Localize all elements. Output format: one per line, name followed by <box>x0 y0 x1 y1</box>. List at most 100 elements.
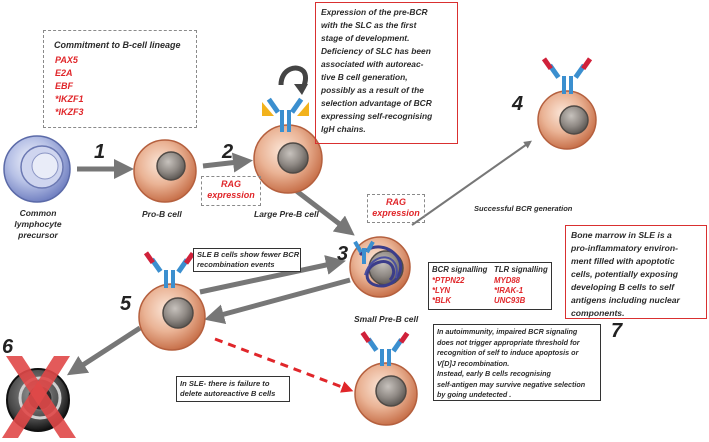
precursor-cell <box>3 135 71 203</box>
step-6: 6 <box>2 336 14 358</box>
bone-marrow-line: antigens including nuclear <box>571 295 680 305</box>
bcr-gene: *BLK <box>432 296 452 305</box>
bone-marrow-line: pro-inflammatory environ- <box>571 243 678 253</box>
arrow-dashed-red <box>214 337 354 393</box>
tlr-signalling-title: TLR signalling <box>494 265 548 274</box>
pro-b-label: Pro-B cell <box>142 209 182 219</box>
recycle-arrow <box>278 65 309 90</box>
pre-bcr-text: Expression of the pre-BCR with the SLC a… <box>321 6 432 136</box>
tlr-gene: MYD88 <box>494 276 520 285</box>
sle-fewer-text: SLE B cells show fewer BCR recombination… <box>197 250 299 270</box>
autoimmunity-line: recognition of self to induce apoptosis … <box>437 348 579 357</box>
step-4: 4 <box>512 93 524 115</box>
sle-fewer-line: recombination events <box>197 260 275 269</box>
precursor-label: Common lymphocyte precursor <box>0 208 76 241</box>
bcr-gene-list: *PTPN22 *LYN *BLK <box>432 276 465 306</box>
precursor-label-line: Common <box>19 208 57 218</box>
signalling-box <box>428 262 552 310</box>
step-2: 2 <box>222 141 234 163</box>
rag-box-2 <box>367 194 425 223</box>
step-1: 1 <box>94 141 106 163</box>
step-3: 3 <box>337 243 349 265</box>
pre-bcr-line: Expression of the pre-BCR <box>321 7 428 17</box>
small-pre-b-cell <box>349 236 411 298</box>
tlr-gene: UNC93B <box>494 296 526 305</box>
mature-b-cell <box>537 57 597 150</box>
autoimmunity-line: self-antigen may survive negative select… <box>437 379 586 389</box>
arrow-to-small <box>199 255 346 295</box>
autoimmunity-line: by going undetected . <box>437 390 512 399</box>
bone-marrow-line: Bone marrow in SLE is a <box>571 230 672 240</box>
rag-line: expression <box>372 208 420 218</box>
autoimmunity-text: In autoimmunity, impaired BCR signaling … <box>437 327 585 401</box>
pre-bcr-line: associated with autoreac- <box>321 59 424 69</box>
rag-text-2: RAG expression <box>367 197 425 219</box>
arrow-2 <box>202 152 253 173</box>
autoimmunity-line: In autoimmunity, impaired BCR signaling <box>437 327 578 336</box>
tlr-gene: *IRAK-1 <box>494 286 524 295</box>
recycle-arrow-head <box>294 84 308 95</box>
large-pre-b-cell <box>253 97 323 194</box>
bone-marrow-text: Bone marrow in SLE is a pro-inflammatory… <box>571 229 680 320</box>
rag-box-1 <box>201 176 261 206</box>
lineage-gene-list: PAX5 E2A EBF *IKZF1 *IKZF3 <box>55 54 84 119</box>
autoreactive-b-cell <box>138 251 206 351</box>
rag-text-1: RAG expression <box>201 179 261 201</box>
escaped-b-cell <box>354 331 418 426</box>
bcr-gene: *PTPN22 <box>432 276 465 285</box>
lineage-box <box>43 30 197 128</box>
bone-marrow-box <box>565 225 707 319</box>
autoimmunity-line: Instead, early B cells recognising <box>437 369 551 378</box>
arrow-successful <box>411 140 532 226</box>
autoimmunity-box <box>433 324 601 401</box>
pre-bcr-receptor <box>262 97 309 132</box>
rag-line: expression <box>207 190 255 200</box>
lineage-gene: PAX5 <box>55 55 78 65</box>
pre-bcr-line: with the SLC as the first <box>321 20 417 30</box>
pre-bcr-line: stage of development. <box>321 33 410 43</box>
failure-text: In SLE- there is failure to delete autor… <box>180 379 275 399</box>
arrow-to-5 <box>204 277 351 324</box>
large-pre-b-label: Large Pre-B cell <box>254 209 319 219</box>
step-7: 7 <box>611 320 623 342</box>
bone-marrow-line: ment filled with apoptotic <box>571 256 675 266</box>
precursor-label-line: precursor <box>18 230 58 240</box>
pre-bcr-line: tive B cell generation, <box>321 72 408 82</box>
bcr-gene: *LYN <box>432 286 451 295</box>
lineage-gene: *IKZF3 <box>55 107 84 117</box>
successful-label: Successful BCR generation <box>474 204 573 213</box>
autoimmunity-line: V[D]J recombination. <box>437 358 510 368</box>
sle-fewer-line: SLE B cells show fewer BCR <box>197 250 300 259</box>
arrows <box>66 65 532 393</box>
lineage-title: Commitment to B-cell lineage <box>54 40 181 50</box>
bone-marrow-line: cells, potentially exposing <box>571 269 678 279</box>
pre-bcr-line: possibly as a result of the <box>321 85 424 95</box>
pre-bcr-line: Deficiency of SLC has been <box>321 46 431 56</box>
pre-bcr-line: IgH chains. <box>321 124 366 134</box>
step-5: 5 <box>120 293 132 315</box>
lineage-gene: *IKZF1 <box>55 94 84 104</box>
autoimmunity-line: does not trigger appropriate threshold f… <box>437 337 580 347</box>
arrow-to-6 <box>66 325 142 376</box>
failure-line: In SLE- there is failure to <box>180 379 270 388</box>
pre-bcr-line: selection advantage of BCR <box>321 98 432 108</box>
sle-fewer-box <box>193 248 301 272</box>
rag-line: RAG <box>386 197 406 207</box>
small-pre-b-label: Small Pre-B cell <box>354 314 419 324</box>
lineage-gene: EBF <box>55 81 73 91</box>
precursor-label-line: lymphocyte <box>14 219 62 229</box>
failure-line: delete autoreactive B cells <box>180 389 276 398</box>
bone-marrow-line: developing B cells to self <box>571 282 675 292</box>
bcr-receptor <box>541 57 593 94</box>
failure-box <box>176 376 290 402</box>
pre-bcr-box <box>315 2 458 144</box>
lineage-gene: E2A <box>55 68 73 78</box>
arrow-large-to-small <box>288 184 355 236</box>
bone-marrow-line: components. <box>571 308 625 318</box>
tlr-gene-list: MYD88 *IRAK-1 UNC93B <box>494 276 525 306</box>
deleted-b-cell <box>2 356 76 438</box>
rag-line: RAG <box>221 179 241 189</box>
pro-b-cell <box>133 139 197 203</box>
pre-bcr-line: expressing self-recognising <box>321 111 433 121</box>
